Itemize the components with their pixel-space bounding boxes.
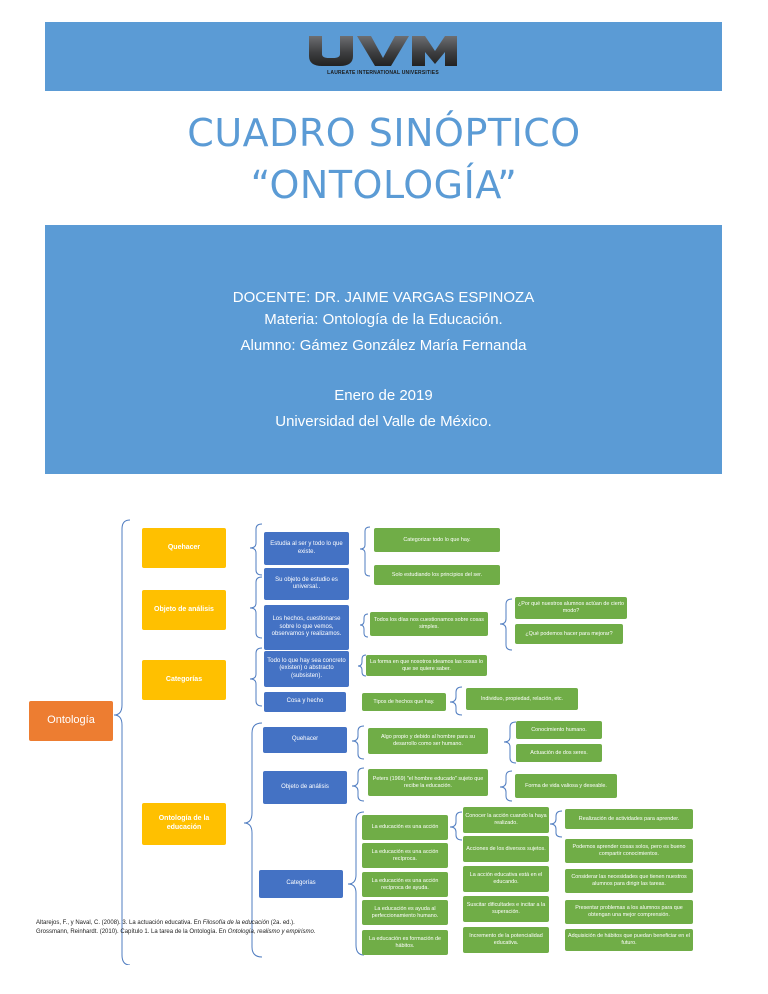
node-categorizar: Categorizar todo lo que hay.: [374, 528, 500, 552]
node-presentar: Presentar problemas a los alumnos para q…: [565, 900, 693, 924]
node-ayuda-perfeccionamiento: La educación es ayuda al perfeccionamien…: [362, 900, 448, 925]
node-aprender-solos: Podemos aprender cosas solos, pero es bu…: [565, 839, 693, 863]
node-ontologia-educacion: Ontología de la educación: [142, 803, 226, 845]
node-estudia-ser: Estudia al ser y todo lo que existe.: [264, 532, 349, 565]
node-considerar: Considerar las necesidades que tienen nu…: [565, 869, 693, 893]
node-objeto-edu: Objeto de análisis: [263, 771, 347, 804]
logo-tagline: LAUREATE INTERNATIONAL UNIVERSITIES: [327, 70, 439, 76]
node-educacion-accion: La educación es una acción: [362, 815, 448, 840]
node-accion-reciproca: La educación es una acción recíproca.: [362, 843, 448, 868]
bracket-lines: [113, 519, 563, 965]
fecha-line: Enero de 2019: [334, 387, 433, 404]
node-cosa-hecho: Cosa y hecho: [264, 692, 346, 712]
reference-1-title: Filosofía de la educación: [202, 920, 270, 926]
node-incremento: Incremento de la potencialidad educativa…: [463, 927, 549, 953]
reference-1-edition: (2a. ed.).: [269, 920, 295, 926]
node-individuo: Individuo, propiedad, relación, etc.: [466, 688, 578, 710]
node-su-objeto: Su objeto de estudio es universal..: [264, 568, 349, 600]
node-quehacer: Quehacer: [142, 528, 226, 568]
node-solo-estudiando: Solo estudiando los principios del ser.: [374, 565, 500, 585]
node-que-hacer-mejorar: ¿Qué podemos hacer para mejorar?: [515, 624, 623, 644]
root-ontologia: Ontología: [29, 701, 113, 741]
node-adquisicion: Adquisición de hábitos que puedan benefi…: [565, 929, 693, 951]
node-conocimiento-humano: Conocimiento humano.: [516, 721, 602, 739]
reference-2-text: Grossmann, Reinhardt. (2010). Capítulo 1…: [36, 929, 228, 935]
node-acciones-sujetos: Acciones de los diversos sujetos.: [463, 836, 549, 862]
node-algo-propio: Algo propio y debido al hombre para su d…: [368, 728, 488, 754]
reference-2: Grossmann, Reinhardt. (2010). Capítulo 1…: [36, 928, 366, 937]
materia-line: Materia: Ontología de la Educación.: [264, 311, 503, 328]
docente-line: DOCENTE: DR. JAIME VARGAS ESPINOZA: [232, 289, 535, 306]
node-suscitar: Suscitar dificultades e incitar a la sup…: [463, 896, 549, 922]
reference-1-text: Altarejos, F., y Naval, C. (2008). 3. La…: [36, 920, 203, 926]
node-formacion-habitos: La educación es formación de hábitos.: [362, 930, 448, 955]
page-title-line-1: CUADRO SINÓPTICO: [187, 111, 581, 155]
node-tipos-hechos: Tipos de hechos que hay.: [362, 693, 446, 711]
alumno-line: Alumno: Gámez González María Fernanda: [240, 337, 527, 354]
node-los-hechos: Los hechos, cuestionarse sobre lo que ve…: [264, 605, 349, 650]
node-actuacion-dos-seres: Actuación de dos seres.: [516, 744, 602, 762]
reference-2-title: Ontología, realismo y empirismo.: [227, 929, 316, 935]
uvm-logo-letters: [309, 36, 457, 66]
node-objeto-analisis: Objeto de análisis: [142, 590, 226, 630]
node-forma-vida: Forma de vida valiosa y deseable.: [515, 774, 617, 798]
node-reciproca-ayuda: La educación es una acción recíproca de …: [362, 872, 448, 897]
references: Altarejos, F., y Naval, C. (2008). 3. La…: [36, 919, 366, 937]
node-todos-los-dias: Todos los días nos cuestionamos sobre co…: [370, 612, 488, 636]
info-box: DOCENTE: DR. JAIME VARGAS ESPINOZA Mater…: [45, 225, 722, 474]
node-peters: Peters (1969) "el hombre educado" sujeto…: [368, 769, 488, 796]
node-categorias-edu: Categorías: [259, 870, 343, 898]
header-banner: LAUREATE INTERNATIONAL UNIVERSITIES: [45, 22, 722, 91]
reference-1: Altarejos, F., y Naval, C. (2008). 3. La…: [36, 919, 366, 928]
node-conocer-accion: Conocer la acción cuando la haya realiza…: [463, 807, 549, 833]
node-accion-educativa: La acción educativa está en el educando.: [463, 866, 549, 892]
node-categorias: Categorías: [142, 660, 226, 700]
node-realizacion: Realización de actividades para aprender…: [565, 809, 693, 829]
node-quehacer-edu: Quehacer: [263, 727, 347, 753]
synoptic-map: Ontología Quehacer Objeto de análisis Ca…: [0, 515, 768, 965]
universidad-line: Universidad del Valle de México.: [275, 413, 492, 430]
page-title-line-2: “ONTOLOGÍA”: [250, 163, 518, 207]
node-por-que: ¿Por qué nuestros alumnos actúan de cier…: [515, 597, 627, 619]
uvm-logo: LAUREATE INTERNATIONAL UNIVERSITIES: [307, 34, 459, 78]
node-todo-lo-que-hay: Todo lo que hay sea concreto (existen) o…: [264, 651, 349, 687]
node-forma-ideamos: La forma en que nosotros ideamos las cos…: [366, 655, 487, 676]
